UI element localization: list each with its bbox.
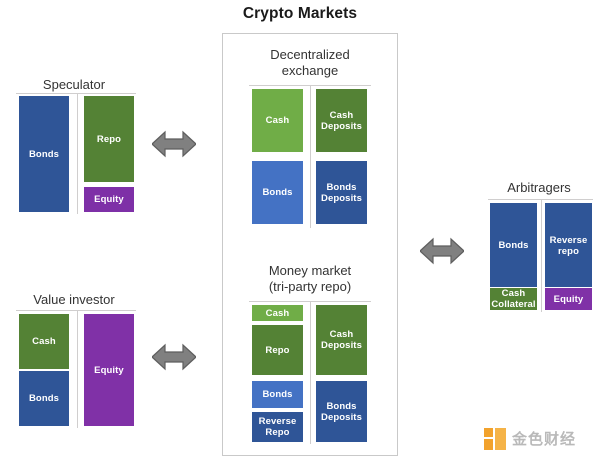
money-market-center-divider bbox=[310, 301, 311, 444]
money-market-asset-repo: Repo bbox=[251, 324, 304, 376]
value-investor-money-market-arrow bbox=[152, 343, 196, 371]
dex-asset-cash: Cash bbox=[251, 88, 304, 153]
box-label: Bonds Deposits bbox=[321, 400, 362, 423]
dex-title-line1: Decentralized bbox=[270, 47, 350, 62]
speculator-dex-arrow bbox=[152, 130, 196, 158]
box-label: Bonds bbox=[28, 393, 60, 404]
dex-center-divider bbox=[310, 85, 311, 228]
arbitragers-divider bbox=[488, 199, 593, 200]
money-market-liability-bonds-deposits: Bonds Deposits bbox=[315, 380, 368, 443]
dex-liability-cash-deposits: Cash Deposits bbox=[315, 88, 368, 153]
jinse-logo-icon bbox=[484, 428, 506, 450]
value-investor-divider bbox=[16, 310, 136, 311]
arbitragers-title: Arbitragers bbox=[507, 180, 571, 195]
speculator-liability-repo: Repo bbox=[83, 95, 135, 183]
dex-asset-bonds: Bonds bbox=[251, 160, 304, 225]
box-label: Repo bbox=[265, 344, 290, 356]
box-label: Reverse Repo bbox=[258, 416, 297, 438]
box-label: Cash bbox=[32, 336, 56, 347]
page-title: Crypto Markets bbox=[242, 5, 358, 22]
box-label: Cash bbox=[265, 115, 290, 126]
box-label: Cash Deposits bbox=[321, 329, 362, 351]
money-market-asset-reverse-repo: Reverse Repo bbox=[251, 411, 304, 443]
arbitragers-asset-bonds: Bonds bbox=[489, 202, 538, 289]
speculator-center-divider bbox=[77, 93, 78, 214]
watermark-text: 金色财经 bbox=[512, 430, 577, 448]
money-market-asset-cash: Cash bbox=[251, 304, 304, 322]
box-label: Equity bbox=[94, 364, 124, 376]
box-label: Bonds Deposits bbox=[321, 181, 362, 204]
box-label: Cash Collateral bbox=[491, 288, 536, 310]
arbitragers-asset-cash-collateral: Cash Collateral bbox=[489, 287, 538, 311]
box-label: Bonds bbox=[28, 148, 60, 160]
box-label: Equity bbox=[553, 293, 584, 305]
dex-liability-bonds-deposits: Bonds Deposits bbox=[315, 160, 368, 225]
speculator-title: Speculator bbox=[42, 77, 106, 92]
box-label: Cash Deposits bbox=[321, 109, 362, 132]
box-label: Cash bbox=[265, 307, 290, 319]
box-label: Reverse repo bbox=[549, 234, 588, 257]
value-investor-title: Value investor bbox=[33, 292, 115, 307]
value-investor-liability-equity: Equity bbox=[83, 313, 135, 427]
money-market-title-line1: Money market bbox=[268, 263, 352, 278]
box-label: Equity bbox=[94, 194, 124, 205]
arbitragers-liability-reverse-repo: Reverse repo bbox=[544, 202, 593, 289]
arbitragers-center-divider bbox=[541, 199, 542, 312]
arbitragers-liability-equity: Equity bbox=[544, 287, 593, 311]
money-market-arbitragers-arrow bbox=[420, 237, 464, 265]
value-investor-asset-cash: Cash bbox=[18, 313, 70, 370]
watermark: 金色财经 bbox=[484, 428, 576, 450]
dex-title-line2: exchange bbox=[281, 63, 339, 78]
box-label: Bonds bbox=[262, 187, 293, 198]
box-label: Bonds bbox=[498, 240, 529, 251]
speculator-divider bbox=[16, 93, 136, 94]
money-market-title-line2: (tri-party repo) bbox=[268, 279, 352, 294]
money-market-liability-cash-deposits: Cash Deposits bbox=[315, 304, 368, 376]
dex-title: Decentralized exchange bbox=[232, 47, 388, 79]
value-investor-center-divider bbox=[77, 310, 78, 428]
box-label: Bonds bbox=[262, 389, 293, 400]
value-investor-asset-bonds: Bonds bbox=[18, 370, 70, 427]
speculator-liability-equity: Equity bbox=[83, 186, 135, 213]
speculator-asset-bonds: Bonds bbox=[18, 95, 70, 213]
money-market-title: Money market (tri-party repo) bbox=[232, 263, 388, 295]
money-market-asset-bonds: Bonds bbox=[251, 380, 304, 409]
box-label: Repo bbox=[96, 133, 122, 145]
